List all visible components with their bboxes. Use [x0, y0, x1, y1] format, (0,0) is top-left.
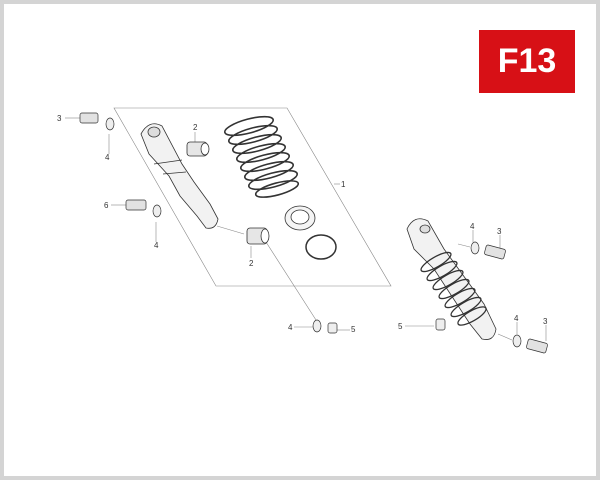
section-badge: F13	[479, 30, 575, 93]
callout-label: 4	[288, 323, 293, 332]
shock-absorber-assembled	[406, 218, 497, 340]
washer	[470, 241, 480, 255]
exploded-parts-diagram: 3 4 2 1 6 4 2 4 5 5 4 3 4 3	[57, 107, 548, 354]
washer	[152, 204, 162, 218]
shock-absorber-body	[140, 123, 219, 229]
callout-label: 4	[470, 222, 475, 231]
callout-label: 6	[104, 201, 109, 210]
nut	[327, 322, 338, 334]
bolt	[79, 112, 99, 124]
assembly-outline	[113, 107, 392, 287]
callout-label: 3	[497, 227, 502, 236]
retaining-ring	[305, 234, 337, 260]
callout-label: 3	[57, 114, 62, 123]
bolt	[484, 244, 506, 260]
callout-label: 4	[514, 314, 519, 323]
coil-spring	[223, 115, 300, 198]
nut	[435, 318, 446, 331]
callout-label: 2	[193, 123, 198, 132]
washer	[512, 334, 522, 348]
callout-label: 3	[543, 317, 548, 326]
callout-label: 5	[351, 325, 356, 334]
callout-label: 5	[398, 322, 403, 331]
washer	[312, 319, 322, 333]
bolt	[526, 338, 548, 354]
bolt	[125, 199, 147, 211]
callout-label: 4	[105, 153, 110, 162]
callout-label: 1	[341, 180, 346, 189]
callout-label: 4	[154, 241, 159, 250]
washer	[105, 117, 115, 131]
callout-label: 2	[249, 259, 254, 268]
